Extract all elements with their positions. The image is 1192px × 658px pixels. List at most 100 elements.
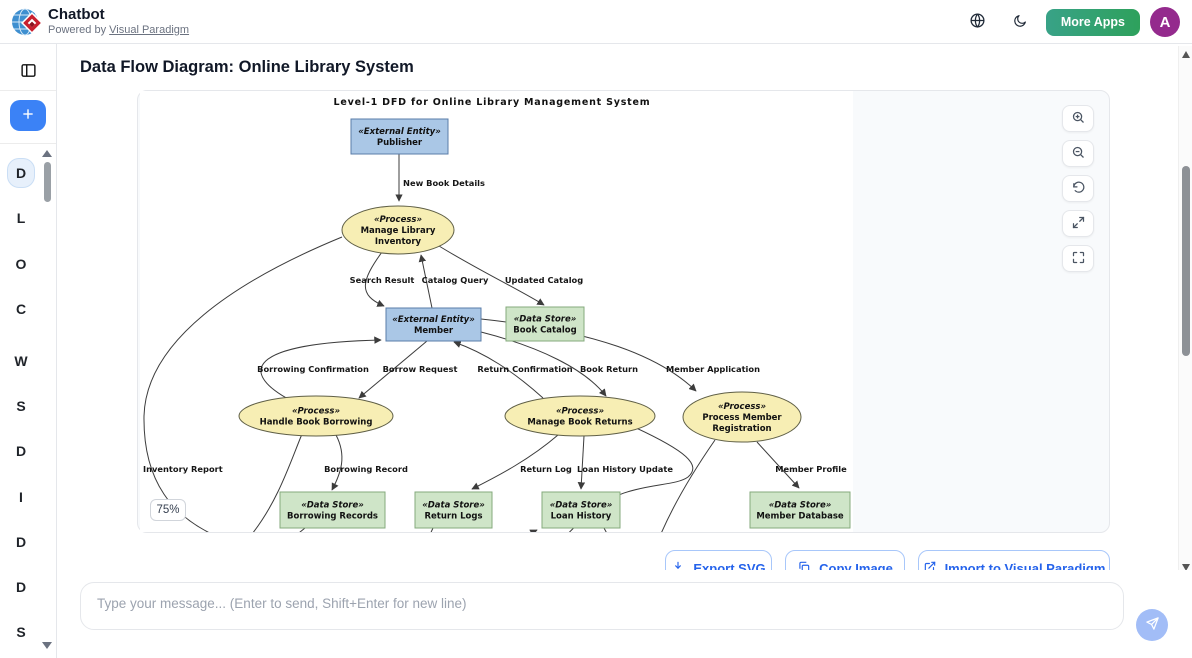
zoom-level-badge: 75% bbox=[150, 499, 186, 521]
dfd-flow-label: Loan History Update bbox=[577, 464, 673, 474]
dfd-flow bbox=[143, 236, 343, 537]
sidebar-chat-item[interactable]: C bbox=[15, 301, 27, 317]
dfd-flow bbox=[331, 434, 343, 491]
powered-by: Powered by Visual Paradigm bbox=[48, 24, 190, 36]
fullscreen-button[interactable] bbox=[1062, 245, 1094, 272]
scroll-down-arrow[interactable] bbox=[1182, 564, 1190, 571]
visual-paradigm-link[interactable]: Visual Paradigm bbox=[109, 24, 190, 36]
zoom-out-icon bbox=[1071, 145, 1086, 163]
dfd-flow bbox=[438, 245, 545, 306]
dfd-node-text: «Data Store» bbox=[550, 501, 613, 511]
sidebar: D L O C W S D I D D S bbox=[0, 44, 57, 658]
dfd-flow-label: Borrowing Confirmation bbox=[257, 364, 369, 374]
dfd-flow-label: Member Profile bbox=[775, 464, 847, 474]
dfd-node-borrowing-records bbox=[279, 491, 386, 529]
dfd-node-member-database bbox=[749, 491, 851, 529]
app-title: Chatbot bbox=[48, 6, 105, 23]
dfd-node-text: «Data Store» bbox=[769, 501, 832, 511]
sidebar-chat-item[interactable]: D bbox=[7, 158, 35, 188]
globe-icon bbox=[969, 12, 986, 32]
dfd-flow-label: Search Result bbox=[350, 275, 415, 285]
dfd-flow bbox=[480, 331, 607, 397]
scroll-up-arrow[interactable] bbox=[1182, 51, 1190, 58]
dfd-flow bbox=[603, 527, 612, 542]
chat-list-scrollbar-thumb[interactable] bbox=[44, 162, 51, 202]
dfd-flow bbox=[251, 433, 303, 535]
moon-icon bbox=[1012, 13, 1028, 32]
sidebar-chat-item[interactable]: S bbox=[16, 624, 26, 640]
dfd-title: Level-1 DFD for Online Library Managemen… bbox=[334, 97, 651, 108]
sidebar-chat-item[interactable]: O bbox=[15, 256, 27, 272]
brand: Chatbot Powered by Visual Paradigm bbox=[48, 6, 189, 37]
chat-list-scroll-up-arrow[interactable] bbox=[42, 150, 52, 157]
fit-to-screen-button[interactable] bbox=[1062, 210, 1094, 237]
dfd-node-manage-book-returns bbox=[504, 395, 656, 437]
zoom-in-button[interactable] bbox=[1062, 105, 1094, 132]
viewer-controls bbox=[1062, 105, 1094, 272]
dfd-node-text: Manage Library bbox=[361, 226, 436, 236]
rotate-ccw-icon bbox=[1071, 180, 1086, 198]
dfd-node-publisher bbox=[350, 118, 449, 155]
dfd-node-text: «External Entity» bbox=[392, 315, 474, 325]
sidebar-chat-item[interactable]: L bbox=[16, 210, 26, 226]
sidebar-chat-item[interactable]: S bbox=[16, 398, 26, 414]
dfd-node-text: Publisher bbox=[377, 138, 423, 148]
chat-list-scroll-down-arrow[interactable] bbox=[42, 642, 52, 649]
dfd-node-text: Book Catalog bbox=[513, 326, 576, 336]
dfd-node-manage-library-inventory bbox=[341, 205, 455, 255]
dfd-node-member bbox=[385, 307, 482, 342]
sidebar-toggle-button[interactable] bbox=[13, 57, 43, 87]
dfd-flow-label: New Book Details bbox=[403, 178, 485, 188]
fullscreen-brackets-icon bbox=[1071, 250, 1086, 268]
user-avatar[interactable]: A bbox=[1150, 7, 1180, 37]
new-chat-button[interactable] bbox=[10, 100, 46, 131]
dfd-flow bbox=[756, 441, 800, 489]
dfd-node-book-catalog bbox=[505, 306, 585, 342]
page-scrollbar[interactable] bbox=[1178, 46, 1192, 576]
scrollbar-thumb[interactable] bbox=[1182, 166, 1190, 356]
language-button[interactable] bbox=[962, 6, 994, 38]
dfd-node-text: Return Logs bbox=[424, 512, 482, 522]
message-input[interactable] bbox=[80, 582, 1124, 630]
dfd-node-text: Loan History bbox=[551, 512, 612, 522]
dfd-node-text: «External Entity» bbox=[358, 127, 440, 137]
dfd-node-text: Handle Book Borrowing bbox=[260, 418, 373, 428]
dfd-flow bbox=[418, 254, 433, 309]
dark-mode-button[interactable] bbox=[1004, 6, 1036, 38]
dfd-node-loan-history bbox=[541, 491, 621, 529]
plus-icon bbox=[21, 107, 35, 124]
dfd-node-text: Member Database bbox=[756, 512, 844, 522]
dfd-flow-label: Borrowing Record bbox=[324, 464, 408, 474]
dfd-node-text: «Process» bbox=[292, 407, 340, 417]
dfd-node-text: «Process» bbox=[374, 215, 422, 225]
dfd-flow bbox=[577, 435, 586, 490]
dfd-flow bbox=[471, 434, 559, 490]
dfd-flow-label: Updated Catalog bbox=[505, 275, 583, 285]
sidebar-chat-item[interactable]: D bbox=[15, 534, 27, 550]
dfd-flow bbox=[358, 340, 428, 399]
dfd-node-text: Borrowing Records bbox=[287, 512, 378, 522]
dfd-node-text: Registration bbox=[712, 424, 771, 434]
dfd-node-text: Process Member bbox=[702, 413, 782, 423]
dfd-node-text: «Data Store» bbox=[301, 501, 364, 511]
sidebar-chat-item[interactable]: I bbox=[19, 489, 23, 505]
expand-arrows-icon bbox=[1071, 215, 1086, 233]
dfd-node-process-member-registration bbox=[682, 391, 802, 443]
dfd-flow-label: Borrow Request bbox=[383, 364, 458, 374]
sidebar-chat-item[interactable]: D bbox=[15, 443, 27, 459]
top-header: Chatbot Powered by Visual Paradigm bbox=[0, 0, 1192, 44]
send-button[interactable] bbox=[1136, 609, 1168, 641]
zoom-in-icon bbox=[1071, 110, 1086, 128]
sidebar-chat-item[interactable]: W bbox=[14, 353, 28, 369]
dfd-flow bbox=[510, 529, 538, 544]
dfd-flow bbox=[426, 527, 434, 542]
sidebar-chat-item[interactable]: D bbox=[15, 579, 27, 595]
more-apps-button[interactable]: More Apps bbox=[1045, 8, 1140, 36]
diagram-canvas[interactable]: Level-1 DFD for Online Library Managemen… bbox=[140, 91, 853, 544]
zoom-out-button[interactable] bbox=[1062, 140, 1094, 167]
dfd-node-text: Inventory bbox=[375, 237, 422, 247]
reset-view-button[interactable] bbox=[1062, 175, 1094, 202]
paper-plane-icon bbox=[1145, 616, 1160, 634]
dfd-node-text: «Data Store» bbox=[422, 501, 485, 511]
